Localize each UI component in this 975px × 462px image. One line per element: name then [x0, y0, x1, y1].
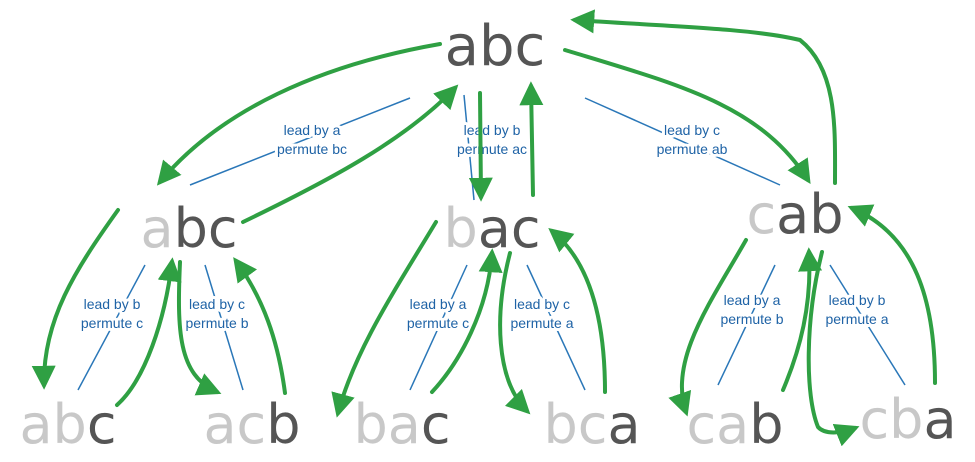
arrow-c-to-cb: [806, 250, 860, 447]
arrow-a-to-root: [241, 84, 459, 224]
arrow-c-to-root: [570, 9, 838, 185]
leaf-abc: abc: [19, 393, 116, 456]
node-lead-b: bac: [443, 197, 540, 260]
leaf-bac: bac: [353, 393, 450, 456]
arrow-acb-to-a: [233, 257, 287, 395]
arrow-b-to-root: [519, 81, 544, 197]
arrow-b-to-bc: [498, 251, 531, 415]
edge-a-ac: [204, 264, 244, 391]
arrow-root-to-a: [156, 42, 442, 186]
arrow-root-to-b: [468, 91, 493, 202]
arrow-ba-to-b: [430, 248, 503, 394]
edge-root-a: [189, 97, 411, 186]
leaf-cab: cab: [686, 393, 783, 456]
arrow-ca-to-c: [781, 247, 823, 392]
edge-a-ab: [77, 264, 146, 391]
arrow-ab-to-a: [115, 257, 182, 407]
node-lead-a: abc: [140, 197, 237, 260]
edge-b-ba: [409, 264, 468, 391]
edge-b-bc: [526, 264, 586, 391]
arrow-bca-to-b: [548, 227, 607, 394]
arrow-a-to-ab: [31, 208, 120, 390]
edge-root-c: [584, 97, 781, 186]
arrow-root-to-c: [563, 48, 811, 185]
edge-c-ca: [717, 264, 776, 386]
arrow-a-to-ac: [176, 260, 222, 396]
tree-edges: [77, 94, 906, 391]
node-lead-c: cab: [746, 183, 843, 246]
leaf-bca: bca: [543, 393, 640, 456]
node-root: abc: [445, 14, 546, 79]
traversal-arrows: [31, 9, 937, 447]
arrow-c-to-ca: [668, 238, 748, 417]
edge-c-cb: [829, 264, 906, 386]
arrow-cba-to-c: [847, 204, 937, 385]
arrow-b-to-ba: [331, 220, 438, 418]
leaf-acb: acb: [203, 393, 300, 456]
leaf-cba: cba: [859, 388, 956, 451]
tree-nodes: abc abc bac cab abc acb bac bca cab cba: [19, 14, 956, 456]
